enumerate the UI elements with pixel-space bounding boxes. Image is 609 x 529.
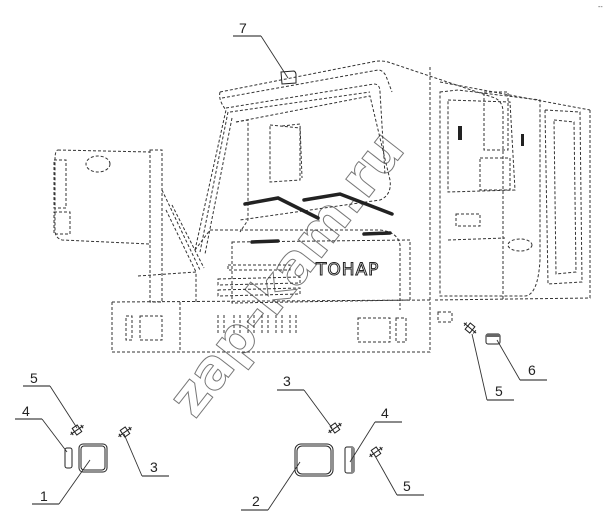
wiper-right [302, 192, 394, 216]
callout-3b-label: 3 [283, 373, 291, 389]
roof-lamp [280, 70, 297, 85]
headlamp-left [78, 443, 108, 473]
door-latch-mark [521, 134, 524, 146]
callout-5c: 5 [471, 333, 514, 401]
open-left-door [53, 149, 205, 303]
callout-3a: 3 [123, 433, 169, 477]
wiper-arm-right [362, 231, 392, 236]
corner-mark: -- [598, 4, 603, 11]
wiper-arm-left [250, 239, 280, 244]
callout-4b-label: 4 [381, 405, 389, 421]
callout-5b-label: 5 [403, 478, 411, 494]
callout-7-label: 7 [239, 20, 247, 36]
callout-4a: 4 [15, 403, 68, 453]
side-repeater-parts [463, 322, 501, 345]
right-headlamp-group [294, 422, 383, 477]
side-marker-left [64, 447, 73, 469]
callout-4b: 4 [349, 405, 402, 463]
callout-3b: 3 [277, 373, 333, 429]
callout-5b: 5 [373, 453, 424, 496]
callouts: 7 5 4 1 3 3 [15, 20, 547, 511]
callout-7: 7 [233, 20, 289, 79]
callout-3a-label: 3 [150, 459, 158, 475]
side-repeater-lens [486, 334, 500, 337]
left-headlamp-group [64, 424, 132, 473]
callout-2-label: 2 [252, 493, 260, 509]
wiper-left [243, 196, 320, 220]
headlamp-right [294, 443, 334, 477]
door-handle-mark [458, 126, 462, 140]
brand-label: ТОНАР [315, 260, 379, 280]
callout-6-label: 6 [528, 362, 536, 378]
callout-5c-label: 5 [495, 383, 503, 399]
callout-5a-label: 5 [30, 370, 38, 386]
callout-2: 2 [241, 461, 301, 511]
callout-4a-label: 4 [22, 403, 30, 419]
cab-body: ТОНАР [111, 60, 591, 353]
callout-6: 6 [496, 339, 547, 381]
callout-1-label: 1 [40, 488, 48, 504]
callout-5a: 5 [23, 370, 78, 429]
callout-1: 1 [32, 459, 91, 505]
